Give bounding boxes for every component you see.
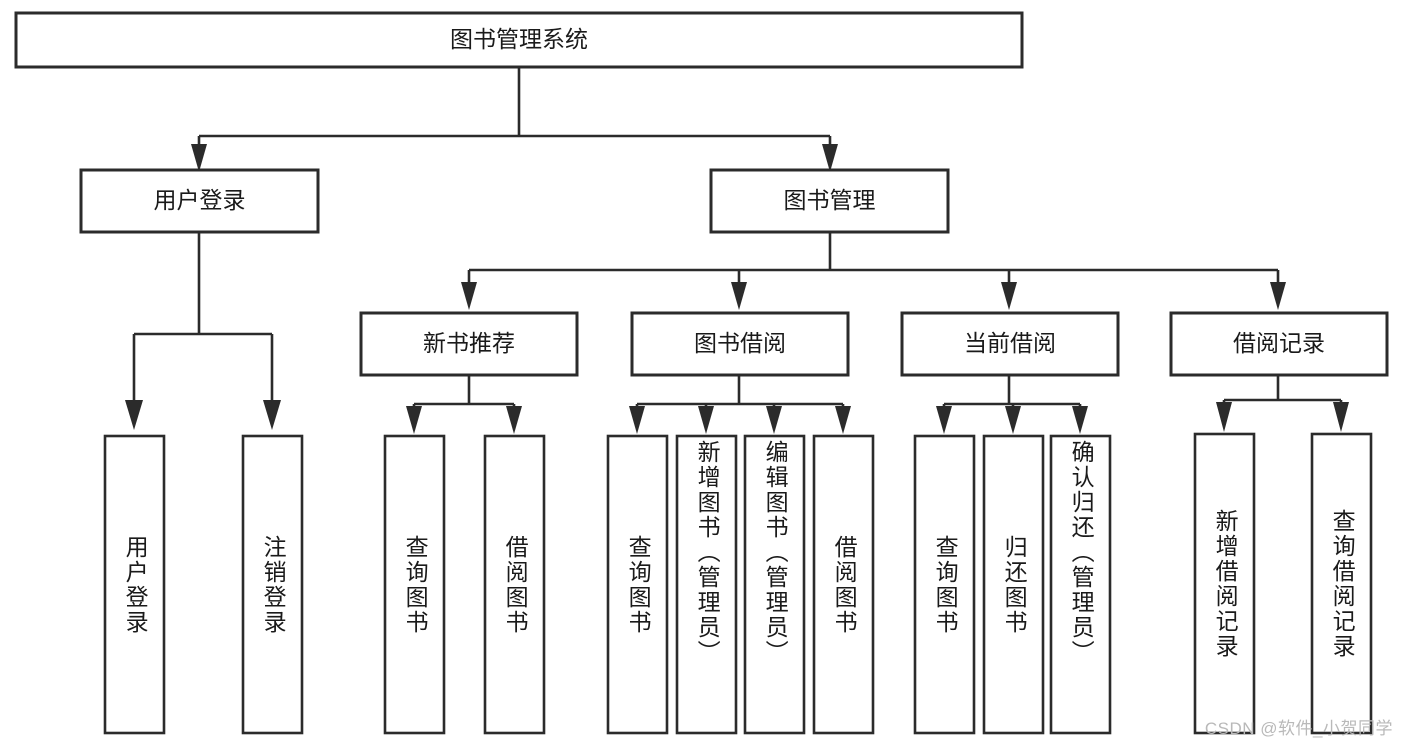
node-leaf-edit-book[interactable] <box>743 434 806 735</box>
node-root-label: 图书管理系统 <box>450 26 588 52</box>
arrow-to-leaf-borrow-book-1 <box>506 406 522 434</box>
node-new-book-rec[interactable] <box>359 311 579 377</box>
arrow-to-borrow-record <box>1270 282 1286 310</box>
csdn-watermark: CSDN @软件_小贺同学 <box>1204 719 1393 738</box>
node-leaf-borrow-book-2[interactable] <box>812 434 875 735</box>
node-leaf-logout-login[interactable] <box>241 434 304 735</box>
node-leaf-user-login[interactable] <box>103 434 166 735</box>
arrow-to-current-borrow <box>1001 282 1017 310</box>
node-leaf-add-record[interactable] <box>1193 432 1256 735</box>
node-leaf-query-book-3[interactable] <box>913 434 976 735</box>
arrow-to-book-manage <box>822 144 838 172</box>
node-book-manage-label: 图书管理 <box>784 187 876 213</box>
node-layer: 图书管理系统 用户登录 图书管理 新书推荐 图书借阅 当前借阅 借阅记录 <box>14 11 1389 735</box>
arrow-to-leaf-edit-book <box>766 406 782 434</box>
arrow-to-leaf-query-record <box>1333 402 1349 432</box>
arrow-to-leaf-return-book <box>1005 406 1021 434</box>
node-leaf-confirm-return[interactable] <box>1049 434 1112 735</box>
node-new-book-rec-label: 新书推荐 <box>423 330 515 356</box>
arrow-to-leaf-query-book-1 <box>406 406 422 434</box>
node-user-login[interactable] <box>79 168 320 234</box>
node-leaf-add-book[interactable] <box>675 434 738 735</box>
arrow-to-leaf-confirm-return <box>1072 406 1088 434</box>
node-book-manage[interactable] <box>709 168 950 234</box>
node-leaf-query-record[interactable] <box>1310 432 1373 735</box>
arrow-to-leaf-user-login <box>125 400 143 430</box>
node-current-borrow-label: 当前借阅 <box>964 330 1056 356</box>
node-book-borrow-label: 图书借阅 <box>694 330 786 356</box>
arrow-to-user-login <box>191 144 207 172</box>
node-borrow-record[interactable] <box>1169 311 1389 377</box>
edge-layer <box>125 67 1349 434</box>
arrow-to-new-book-rec <box>461 282 477 310</box>
arrow-to-leaf-add-record <box>1216 402 1232 432</box>
node-current-borrow[interactable] <box>900 311 1120 377</box>
arrow-to-leaf-query-book-3 <box>936 406 952 434</box>
arrow-to-leaf-query-book-2 <box>629 406 645 434</box>
arrow-to-book-borrow <box>731 282 747 310</box>
node-book-borrow[interactable] <box>630 311 850 377</box>
arrow-to-leaf-add-book <box>698 406 714 434</box>
node-leaf-borrow-book-1[interactable] <box>483 434 546 735</box>
node-leaf-query-book-2[interactable] <box>606 434 669 735</box>
node-user-login-label: 用户登录 <box>154 187 246 213</box>
arrow-to-leaf-borrow-book-2 <box>835 406 851 434</box>
node-borrow-record-label: 借阅记录 <box>1233 330 1325 356</box>
node-leaf-query-book-1[interactable] <box>383 434 446 735</box>
arrow-to-leaf-logout-login <box>263 400 281 430</box>
node-root[interactable] <box>14 11 1024 69</box>
node-leaf-return-book[interactable] <box>982 434 1045 735</box>
